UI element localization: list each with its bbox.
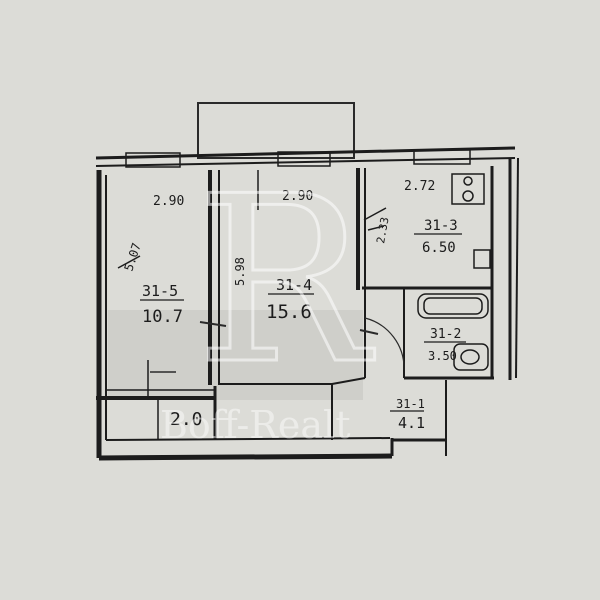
room-labels: 31-5 10.7 2.90 31-4 15.6 2.90 31-3 6.50 … [122, 179, 466, 432]
window-main [277, 151, 331, 167]
top-wall [95, 146, 516, 168]
kitchen-side-dim: 2.33 [374, 216, 391, 244]
room-main-area: 15.6 [266, 301, 312, 323]
door-swings [150, 317, 405, 373]
watermark-text: Boff-Realt [160, 403, 350, 447]
window-kitchen [413, 149, 471, 165]
hall-number: 31-1 [396, 397, 425, 411]
stove-icon [451, 173, 485, 205]
hall-area: 4.1 [398, 414, 425, 432]
bathroom-number: 31-2 [430, 327, 461, 342]
kitchen-number: 31-3 [424, 218, 458, 234]
kitchen-area: 6.50 [422, 240, 456, 256]
closet-area: 2.0 [170, 409, 203, 430]
main-height-dim: 5.98 [233, 257, 247, 286]
watermark-logo: R [196, 148, 375, 415]
outer-walls [96, 157, 519, 461]
room-left-width: 2.90 [153, 194, 184, 209]
room-left-area: 10.7 [142, 307, 183, 327]
bathtub-icon [417, 293, 489, 319]
bath-sink-icon [453, 343, 489, 371]
room-main-number: 31-4 [276, 276, 312, 294]
room-main-width: 2.90 [282, 189, 313, 204]
window-left [125, 152, 181, 168]
balcony [197, 102, 355, 159]
dimension-ticks [117, 170, 387, 269]
room-left-number: 31-5 [142, 282, 178, 300]
bathroom-area: 3.50 [428, 349, 457, 363]
watermark: R Boff-Realt [160, 147, 377, 448]
kitchen-width: 2.72 [404, 179, 435, 194]
kitchen-sink-icon [473, 249, 491, 269]
interior-walls [96, 166, 494, 440]
